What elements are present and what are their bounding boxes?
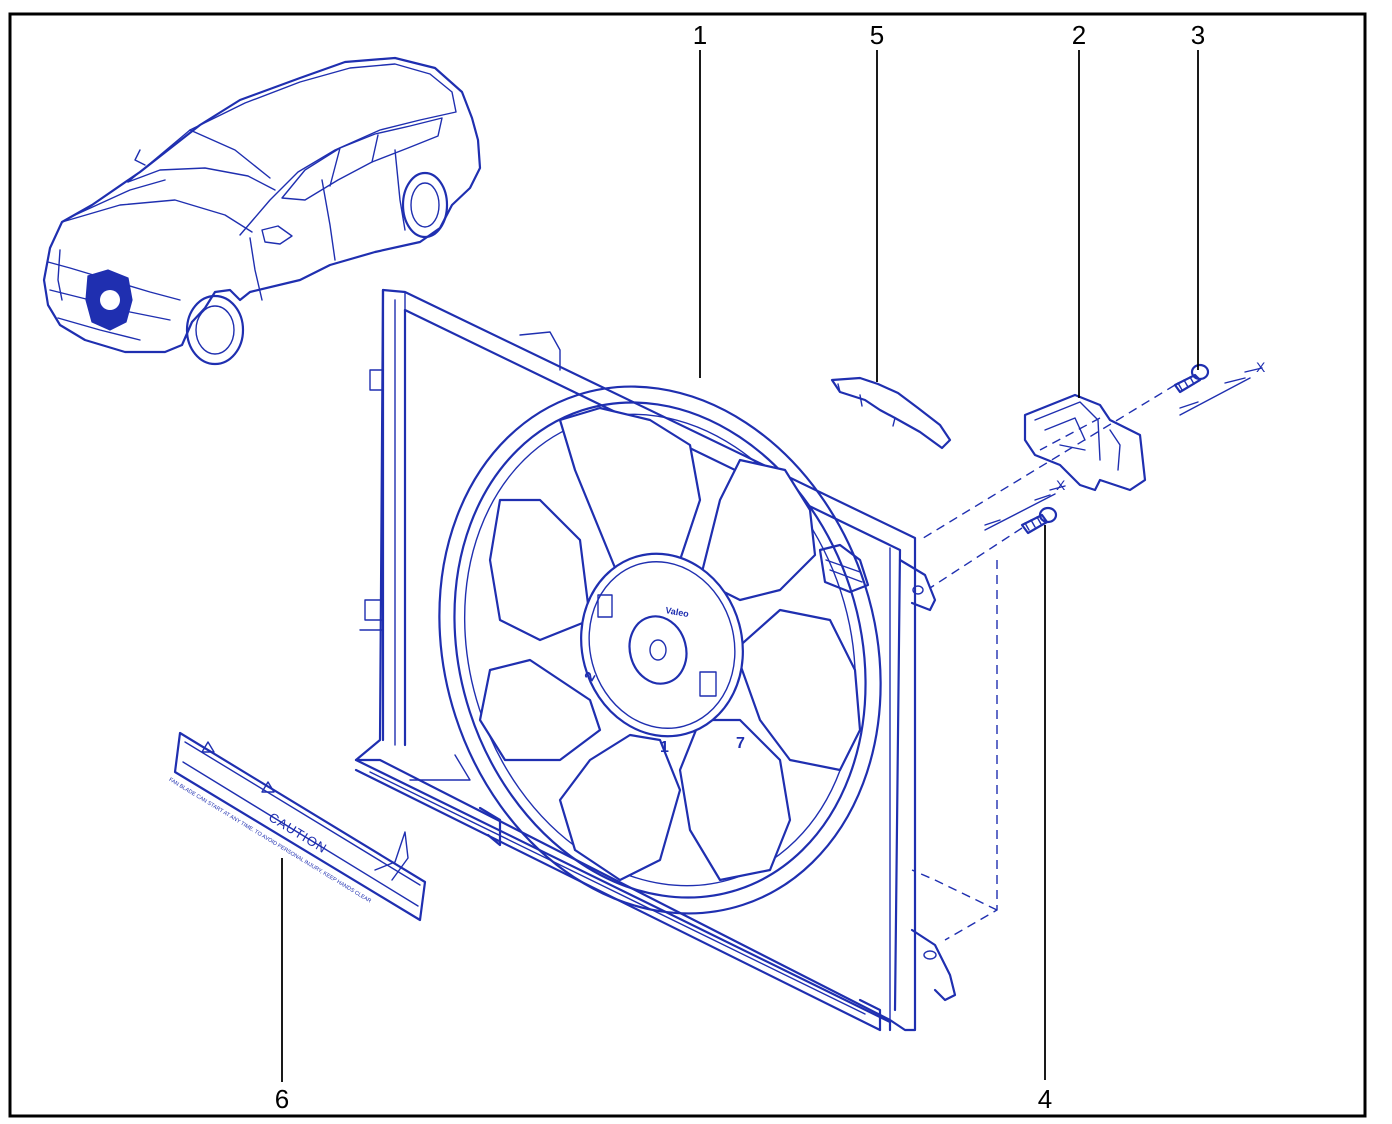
callout-4: 4	[1038, 1084, 1052, 1114]
dimension-mark-lower: X	[984, 477, 1066, 531]
fan-blades	[478, 406, 862, 882]
blade-number-1: 1	[660, 739, 669, 756]
caution-label: CAUTION FAN BLADE CAN START AT ANY TIME.…	[168, 731, 427, 922]
caution-warning-text: FAN BLADE CAN START AT ANY TIME. TO AVOI…	[168, 777, 373, 905]
screw-upper	[1173, 363, 1210, 394]
blade-number-7: 7	[736, 735, 745, 752]
svg-text:Valeo: Valeo	[665, 605, 690, 619]
callout-5: 5	[870, 20, 884, 50]
callout-2: 2	[1072, 20, 1086, 50]
clip-part	[830, 376, 952, 450]
dimension-label-x-lower: X	[1056, 477, 1066, 493]
dimension-mark-upper: X	[1179, 359, 1266, 416]
callout-6: 6	[275, 1084, 289, 1114]
callout-1: 1	[693, 20, 707, 50]
callout-3: 3	[1191, 20, 1205, 50]
car-illustration	[42, 56, 482, 366]
leader-lines	[281, 50, 1199, 1082]
diagram-border	[8, 12, 1367, 1118]
assembly-guide-lines	[911, 384, 1176, 941]
screw-lower	[1020, 506, 1058, 535]
fan-hub: Valeo	[580, 552, 744, 738]
dimension-label-x-upper: X	[1256, 359, 1266, 375]
fan-shroud-assembly	[354, 288, 957, 1032]
resistor-module	[1023, 393, 1147, 492]
